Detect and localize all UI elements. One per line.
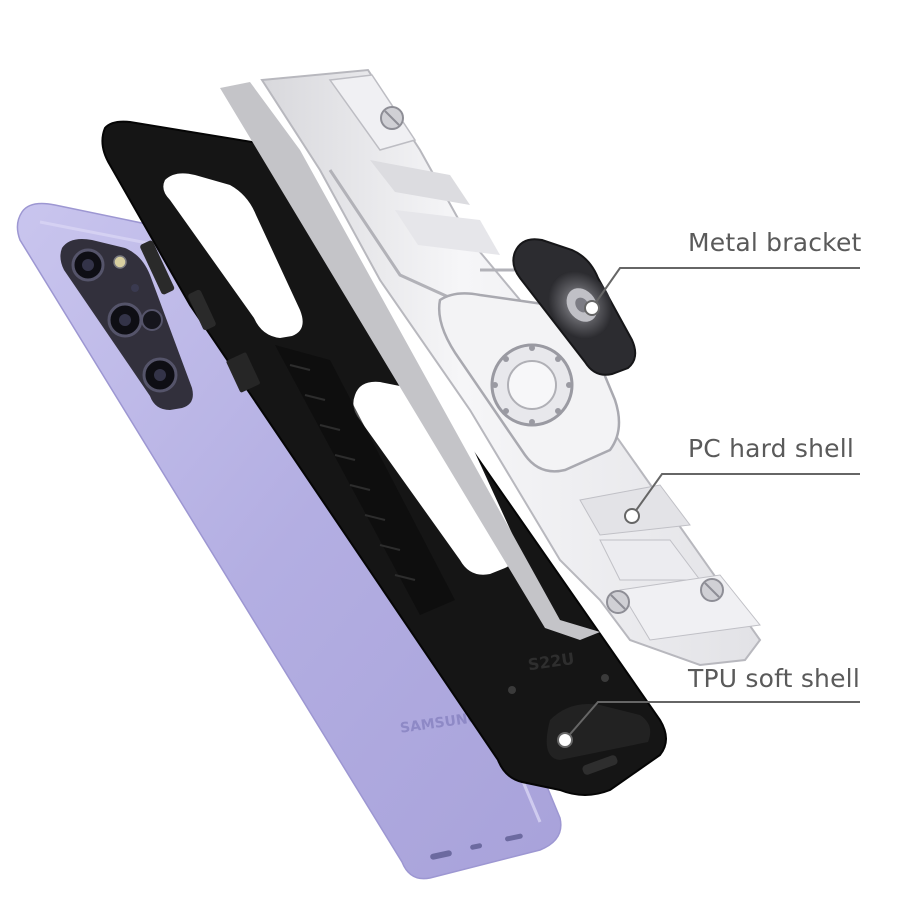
callout-line-pc-hard-shell (631, 473, 860, 517)
callout-label-tpu-soft-shell: TPU soft shell (688, 664, 860, 693)
callout-label-metal-bracket: Metal bracket (688, 228, 862, 257)
tpu-soft-shell: S22U (101, 120, 667, 796)
metal-ring-bracket (512, 238, 637, 376)
callout-line-metal-bracket (591, 267, 860, 309)
callout-label-pc-hard-shell: PC hard shell (688, 434, 855, 463)
camera-module (60, 239, 193, 410)
camera-flash (113, 255, 127, 269)
camera-lens-4 (141, 309, 163, 331)
callout-lines (557, 267, 860, 748)
callout-line-tpu-soft-shell (564, 701, 860, 741)
